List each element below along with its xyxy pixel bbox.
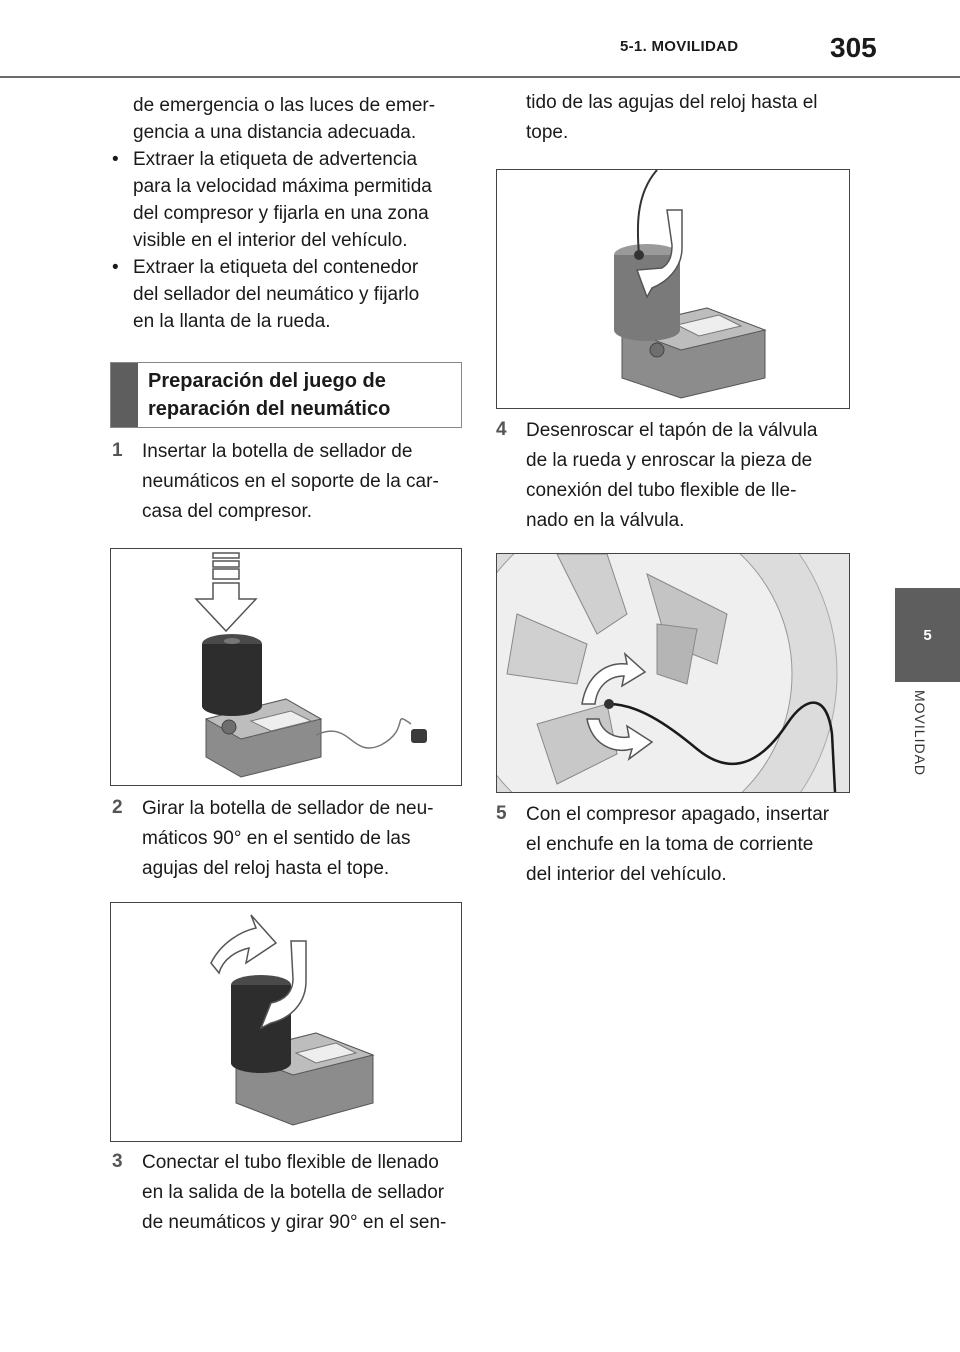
rotate-clockwise-icon — [210, 914, 307, 1030]
rotate-counterclockwise-icon — [581, 651, 654, 761]
step-5-line-1: Con el compresor apagado, insertar — [526, 804, 830, 825]
intro-line-1: de emergencia o las luces de emer- — [133, 95, 436, 116]
section-heading-box: Preparación del juego de reparación del … — [110, 362, 462, 428]
sealant-bottle-icon — [231, 975, 291, 1073]
rotate-clockwise-icon — [635, 209, 683, 299]
bullet-2-line-2: del sellador del neumático y fijarlo — [133, 284, 420, 305]
header-divider — [0, 76, 960, 78]
step-3-number: 3 — [112, 1151, 123, 1172]
hose-icon — [315, 718, 412, 749]
bullet-2-line-1: Extraer la etiqueta del contenedor — [133, 257, 419, 278]
section-heading-bar — [111, 363, 138, 427]
step-2-line-2: máticos 90° en el sentido de las — [142, 828, 411, 849]
bullet-mark: • — [112, 149, 119, 170]
valve-connector-icon — [411, 729, 427, 743]
figure-wheel-valve — [496, 553, 850, 793]
step-4-line-2: de la rueda y enroscar la pieza de — [526, 450, 813, 471]
sealant-bottle-icon — [202, 634, 262, 716]
figure-rotate-bottle — [110, 902, 462, 1142]
step-1-number: 1 — [112, 440, 123, 461]
figure-connect-hose — [496, 169, 850, 409]
bullet-mark: • — [112, 257, 119, 278]
step-1-line-2: neumáticos en el soporte de la car- — [142, 471, 439, 492]
continuation-line-2: tope. — [526, 122, 569, 143]
bullet-1-line-1: Extraer la etiqueta de advertencia — [133, 149, 418, 170]
step-2-line-3: agujas del reloj hasta el tope. — [142, 858, 390, 879]
step-3-line-3: de neumáticos y girar 90° en el sen- — [142, 1212, 447, 1233]
section-header: 5-1. MOVILIDAD — [620, 38, 739, 55]
bullet-1-line-3: del compresor y fijarla en una zona — [133, 203, 429, 224]
step-4-number: 4 — [496, 419, 507, 440]
continuation-line-1: tido de las agujas del reloj hasta el — [526, 92, 818, 113]
valve-icon — [604, 699, 614, 709]
step-5-line-2: el enchufe en la toma de corriente — [526, 834, 814, 855]
figure-insert-bottle — [110, 548, 462, 786]
step-1-line-3: casa del compresor. — [142, 501, 313, 522]
hose-icon — [636, 170, 658, 256]
step-5-number: 5 — [496, 803, 507, 824]
step-4-line-3: conexión del tubo flexible de lle- — [526, 480, 797, 501]
step-1-line-1: Insertar la botella de sellador de — [142, 441, 413, 462]
bullet-2-line-3: en la llanta de la rueda. — [133, 311, 331, 332]
hose-icon — [608, 701, 837, 792]
step-3-line-1: Conectar el tubo flexible de llenado — [142, 1152, 439, 1173]
chapter-label: MOVILIDAD — [912, 690, 928, 777]
bullet-1-line-2: para la velocidad máxima permitida — [133, 176, 432, 197]
down-arrow-icon — [194, 552, 258, 633]
chapter-tab: 5 — [895, 588, 960, 682]
step-2-line-1: Girar la botella de sellador de neu- — [142, 798, 434, 819]
compressor-icon — [204, 698, 323, 778]
step-4-line-1: Desenroscar el tapón de la válvula — [526, 420, 818, 441]
wheel-rim-icon — [506, 554, 728, 785]
step-2-number: 2 — [112, 797, 123, 818]
step-4-line-4: nado en la válvula. — [526, 510, 685, 531]
step-5-line-3: del interior del vehículo. — [526, 864, 727, 885]
section-heading-line-1: Preparación del juego de — [148, 370, 386, 392]
section-heading-line-2: reparación del neumático — [148, 398, 391, 420]
bullet-1-line-4: visible en el interior del vehículo. — [133, 230, 408, 251]
section-heading: Preparación del juego de reparación del … — [138, 363, 400, 427]
intro-line-2: gencia a una distancia adecuada. — [133, 122, 417, 143]
step-3-line-2: en la salida de la botella de sellador — [142, 1182, 445, 1203]
page-number: 305 — [830, 32, 877, 63]
